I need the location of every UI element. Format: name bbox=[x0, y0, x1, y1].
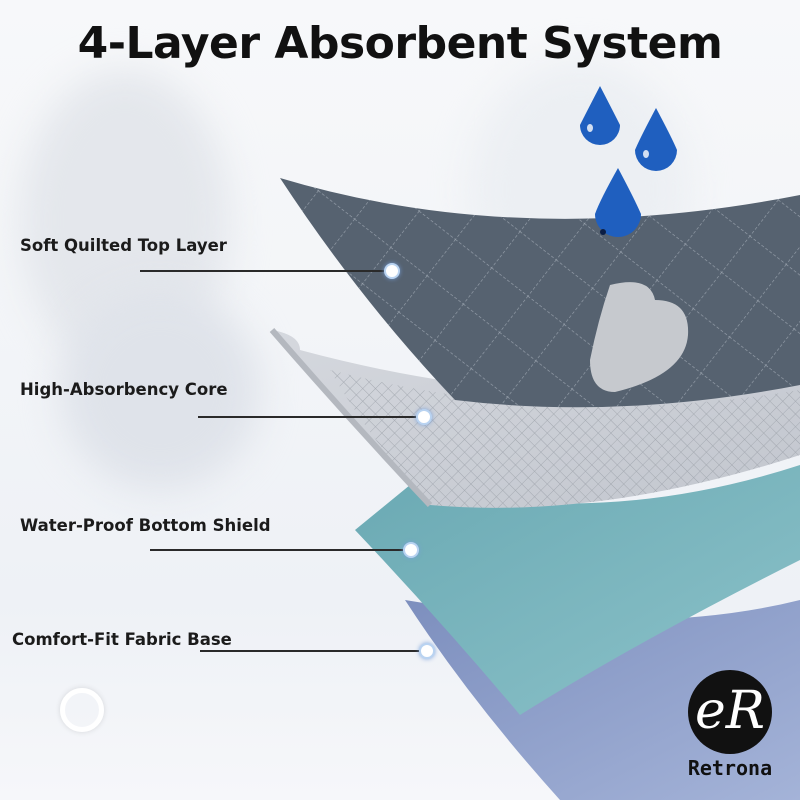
brand-name: Retrona bbox=[672, 756, 788, 780]
marker-shield bbox=[403, 542, 419, 558]
marker-core bbox=[416, 409, 432, 425]
leader-line-core bbox=[198, 416, 422, 418]
water-drop-icon bbox=[595, 168, 641, 237]
water-drop-icon bbox=[635, 108, 677, 171]
marker-base bbox=[419, 643, 435, 659]
ring-icon bbox=[60, 688, 104, 732]
brand-mark: eR bbox=[688, 676, 772, 746]
label-water-proof-bottom-shield: Water-Proof Bottom Shield bbox=[20, 516, 271, 535]
label-high-absorbency-core: High-Absorbency Core bbox=[20, 380, 228, 399]
marker-top-layer bbox=[384, 263, 400, 279]
label-comfort-fit-fabric-base: Comfort-Fit Fabric Base bbox=[12, 630, 232, 649]
leader-line-shield bbox=[150, 549, 408, 551]
leader-line-top-layer bbox=[140, 270, 390, 272]
leader-line-base bbox=[200, 650, 422, 652]
water-drop-icon bbox=[580, 86, 620, 145]
label-soft-quilted-top-layer: Soft Quilted Top Layer bbox=[20, 236, 227, 255]
water-drops bbox=[580, 86, 677, 237]
brand-logo-icon: eR bbox=[688, 670, 772, 754]
